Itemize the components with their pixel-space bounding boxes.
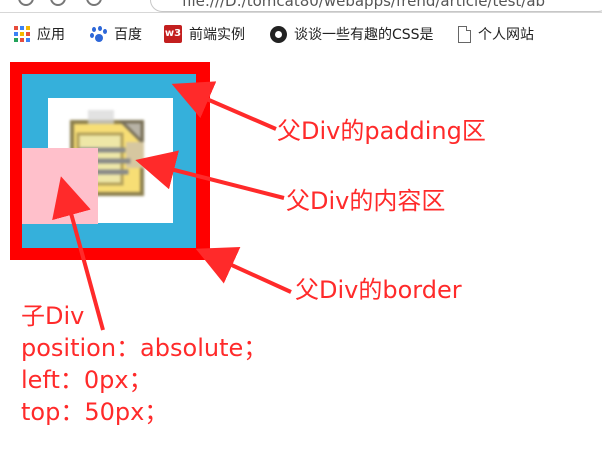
padding-area-label: 父Div的padding区 [277, 117, 486, 145]
w3-icon: w3 [164, 25, 182, 43]
document-icon [458, 25, 471, 43]
bookmark-label: 前端实例 [189, 27, 245, 43]
border-label: 父Div的border [295, 276, 462, 304]
bookmark-baidu[interactable]: 百度 [90, 22, 142, 46]
child-note-line: left：0px； [21, 366, 153, 394]
child-note-line: top：50px； [21, 398, 169, 426]
url-text: file:///D:/tomcat80/webapps/frend/articl… [182, 0, 546, 10]
bookmarks-bar: 应用 百度 w3 前端实例 谈谈一些有趣的CSS是 [0, 18, 602, 50]
bookmark-personal-site[interactable]: 个人网站 [458, 22, 534, 46]
child-note-line: 子Div [21, 302, 85, 330]
border-pointer-arrow [195, 247, 292, 294]
github-icon [270, 25, 287, 43]
bookmark-label: 百度 [114, 27, 142, 43]
child-div-note: 子Div position：absolute； left：0px； top：50… [21, 300, 267, 428]
apps-grid-icon [14, 26, 30, 42]
bookmark-label: 应用 [37, 27, 65, 43]
browser-chrome: file:///D:/tomcat80/webapps/frend/articl… [0, 0, 602, 54]
child-pointer-arrow [52, 176, 105, 331]
content-area-label: 父Div的内容区 [286, 187, 446, 215]
padding-pointer-arrow [171, 81, 277, 131]
address-bar-strip: file:///D:/tomcat80/webapps/frend/articl… [0, 0, 602, 13]
baidu-paw-icon [90, 25, 107, 43]
bookmark-css-article[interactable]: 谈谈一些有趣的CSS是 [270, 22, 434, 46]
bookmark-frontend-examples[interactable]: w3 前端实例 [164, 22, 245, 46]
bookmark-label: 谈谈一些有趣的CSS是 [294, 27, 434, 43]
bookmark-apps[interactable]: 应用 [14, 22, 65, 46]
bookmark-label: 个人网站 [478, 27, 534, 43]
child-note-line: position：absolute； [21, 334, 268, 362]
content-pointer-arrow [135, 150, 285, 200]
